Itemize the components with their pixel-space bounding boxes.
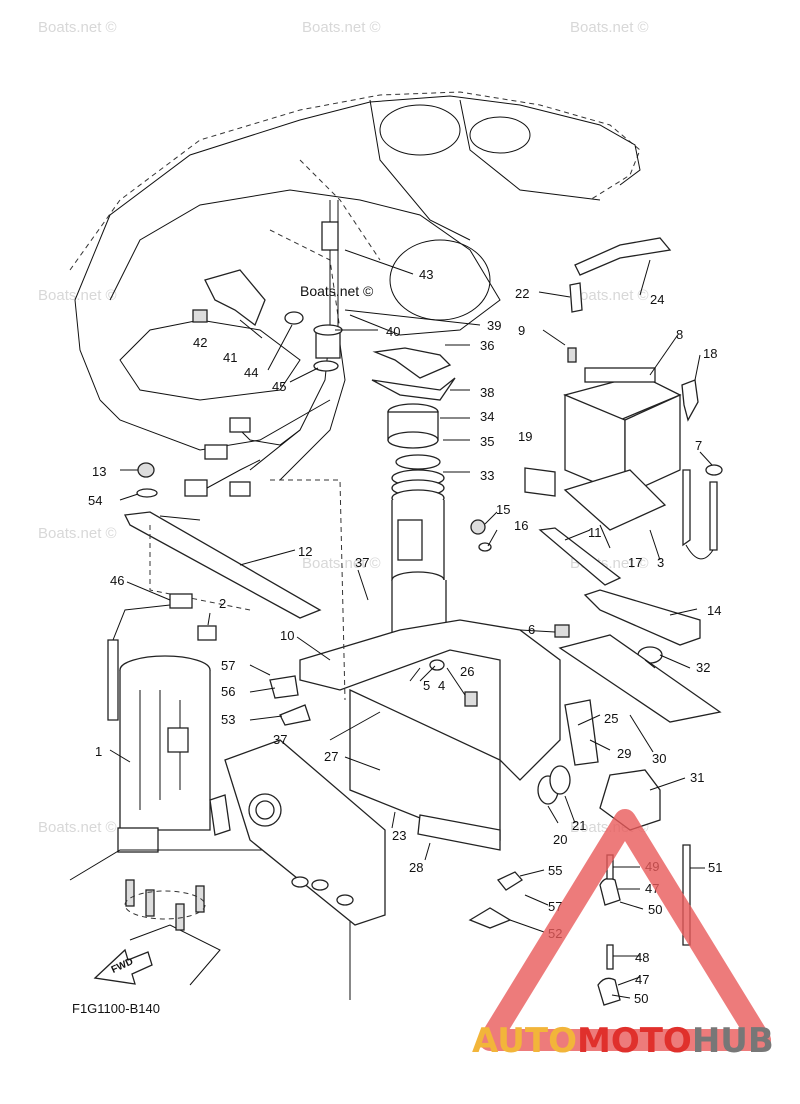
callout-label: 38	[480, 385, 494, 400]
callout-label: 13	[92, 464, 106, 479]
callout-label: 40	[386, 324, 400, 339]
callout-label: 42	[193, 335, 207, 350]
callout-label: 9	[518, 323, 525, 338]
filler-neck	[387, 403, 447, 649]
callout-label: 50	[634, 991, 648, 1006]
callout-label: 37	[355, 555, 369, 570]
callout-label: 29	[617, 746, 631, 761]
callout-label: 55	[548, 863, 562, 878]
watermark-dark: Boats.net ©	[300, 283, 374, 299]
callout-label: 39	[487, 318, 501, 333]
fuel-pump	[107, 593, 217, 853]
watermark: Boats.net ©	[302, 19, 381, 36]
callout-label: 54	[88, 493, 102, 508]
watermark: Boats.net ©	[302, 555, 381, 572]
brand-part2: MOTO	[577, 1021, 692, 1061]
callout-label: 28	[409, 860, 423, 875]
band-36-38	[371, 347, 456, 401]
callout-label: 31	[690, 770, 704, 785]
callout-label: 10	[280, 628, 294, 643]
callout-label: 2	[219, 596, 226, 611]
callout-label: 19	[518, 429, 532, 444]
brand-logo: AUTOMOTOHUB	[472, 809, 774, 1061]
callout-label: 30	[652, 751, 666, 766]
callout-label: 12	[298, 544, 312, 559]
callout-label: 14	[707, 603, 721, 618]
callout-label: 51	[708, 860, 722, 875]
callout-label: 25	[604, 711, 618, 726]
callout-label: 7	[695, 438, 702, 453]
diagram-code: F1G1100-B140	[72, 1001, 160, 1016]
callout-label: 24	[650, 292, 664, 307]
bracket-41	[192, 269, 304, 327]
bracket-11-14	[538, 527, 701, 664]
callout-label: 36	[480, 338, 494, 353]
fwd-arrow-icon: FWD	[93, 948, 153, 985]
callout-label: 35	[480, 434, 494, 449]
fuel-hose-assembly	[249, 200, 346, 481]
svg-text:AUTOMOTOHUB: AUTOMOTOHUB	[472, 1021, 774, 1061]
brand-part3: HUB	[692, 1021, 774, 1061]
callout-label: 16	[514, 518, 528, 533]
brand-part1: AUTO	[472, 1021, 577, 1061]
watermark: Boats.net ©	[38, 525, 117, 542]
callout-label: 45	[272, 379, 286, 394]
callout-label: 4	[438, 678, 445, 693]
callout-labels: 1 2 3 4 5 6 7 8 9 10 11 12 13 14 15 16 1…	[88, 267, 722, 1006]
leader-lines	[109, 249, 713, 999]
callout-label: 37	[273, 732, 287, 747]
callout-label: 15	[496, 502, 510, 517]
callout-label: 3	[657, 555, 664, 570]
bracket-22-24	[569, 237, 672, 313]
callout-label: 21	[572, 818, 586, 833]
callout-label: 41	[223, 350, 237, 365]
watermark: Boats.net ©	[38, 819, 117, 836]
control-box	[209, 739, 386, 926]
fasteners	[136, 462, 570, 638]
callout-label: 8	[676, 327, 683, 342]
pad-29-30-31	[558, 634, 722, 831]
callout-label: 26	[460, 664, 474, 679]
watermark: Boats.net ©	[570, 19, 649, 36]
callout-label: 50	[648, 902, 662, 917]
watermark: Boats.net ©	[570, 287, 649, 304]
callout-label: 22	[515, 286, 529, 301]
callout-label: 6	[528, 622, 535, 637]
callout-label: 27	[324, 749, 338, 764]
hull-deck-drawing	[69, 91, 641, 451]
watermark: Boats.net ©	[38, 19, 117, 36]
callout-label: 56	[221, 684, 235, 699]
callout-label: 11	[588, 525, 602, 540]
callout-label: 34	[480, 409, 494, 424]
callout-label: 33	[480, 468, 494, 483]
logo-triangle-icon	[479, 809, 771, 1051]
callout-label: 20	[553, 832, 567, 847]
callout-label: 57	[221, 658, 235, 673]
callout-label: 47	[635, 972, 649, 987]
callout-label: 46	[110, 573, 124, 588]
callout-label: 18	[703, 346, 717, 361]
callout-label: 5	[423, 678, 430, 693]
bracket-12	[124, 479, 346, 701]
callout-label: 32	[696, 660, 710, 675]
callout-label: 17	[628, 555, 642, 570]
callout-label: 48	[635, 950, 649, 965]
callout-label: 44	[244, 365, 258, 380]
wiring-harness	[184, 417, 301, 497]
callout-label: 43	[419, 267, 433, 282]
callout-label: 1	[95, 744, 102, 759]
frame-10	[299, 619, 571, 851]
battery	[524, 347, 723, 560]
callout-label: 53	[221, 712, 235, 727]
callout-label: 23	[392, 828, 406, 843]
